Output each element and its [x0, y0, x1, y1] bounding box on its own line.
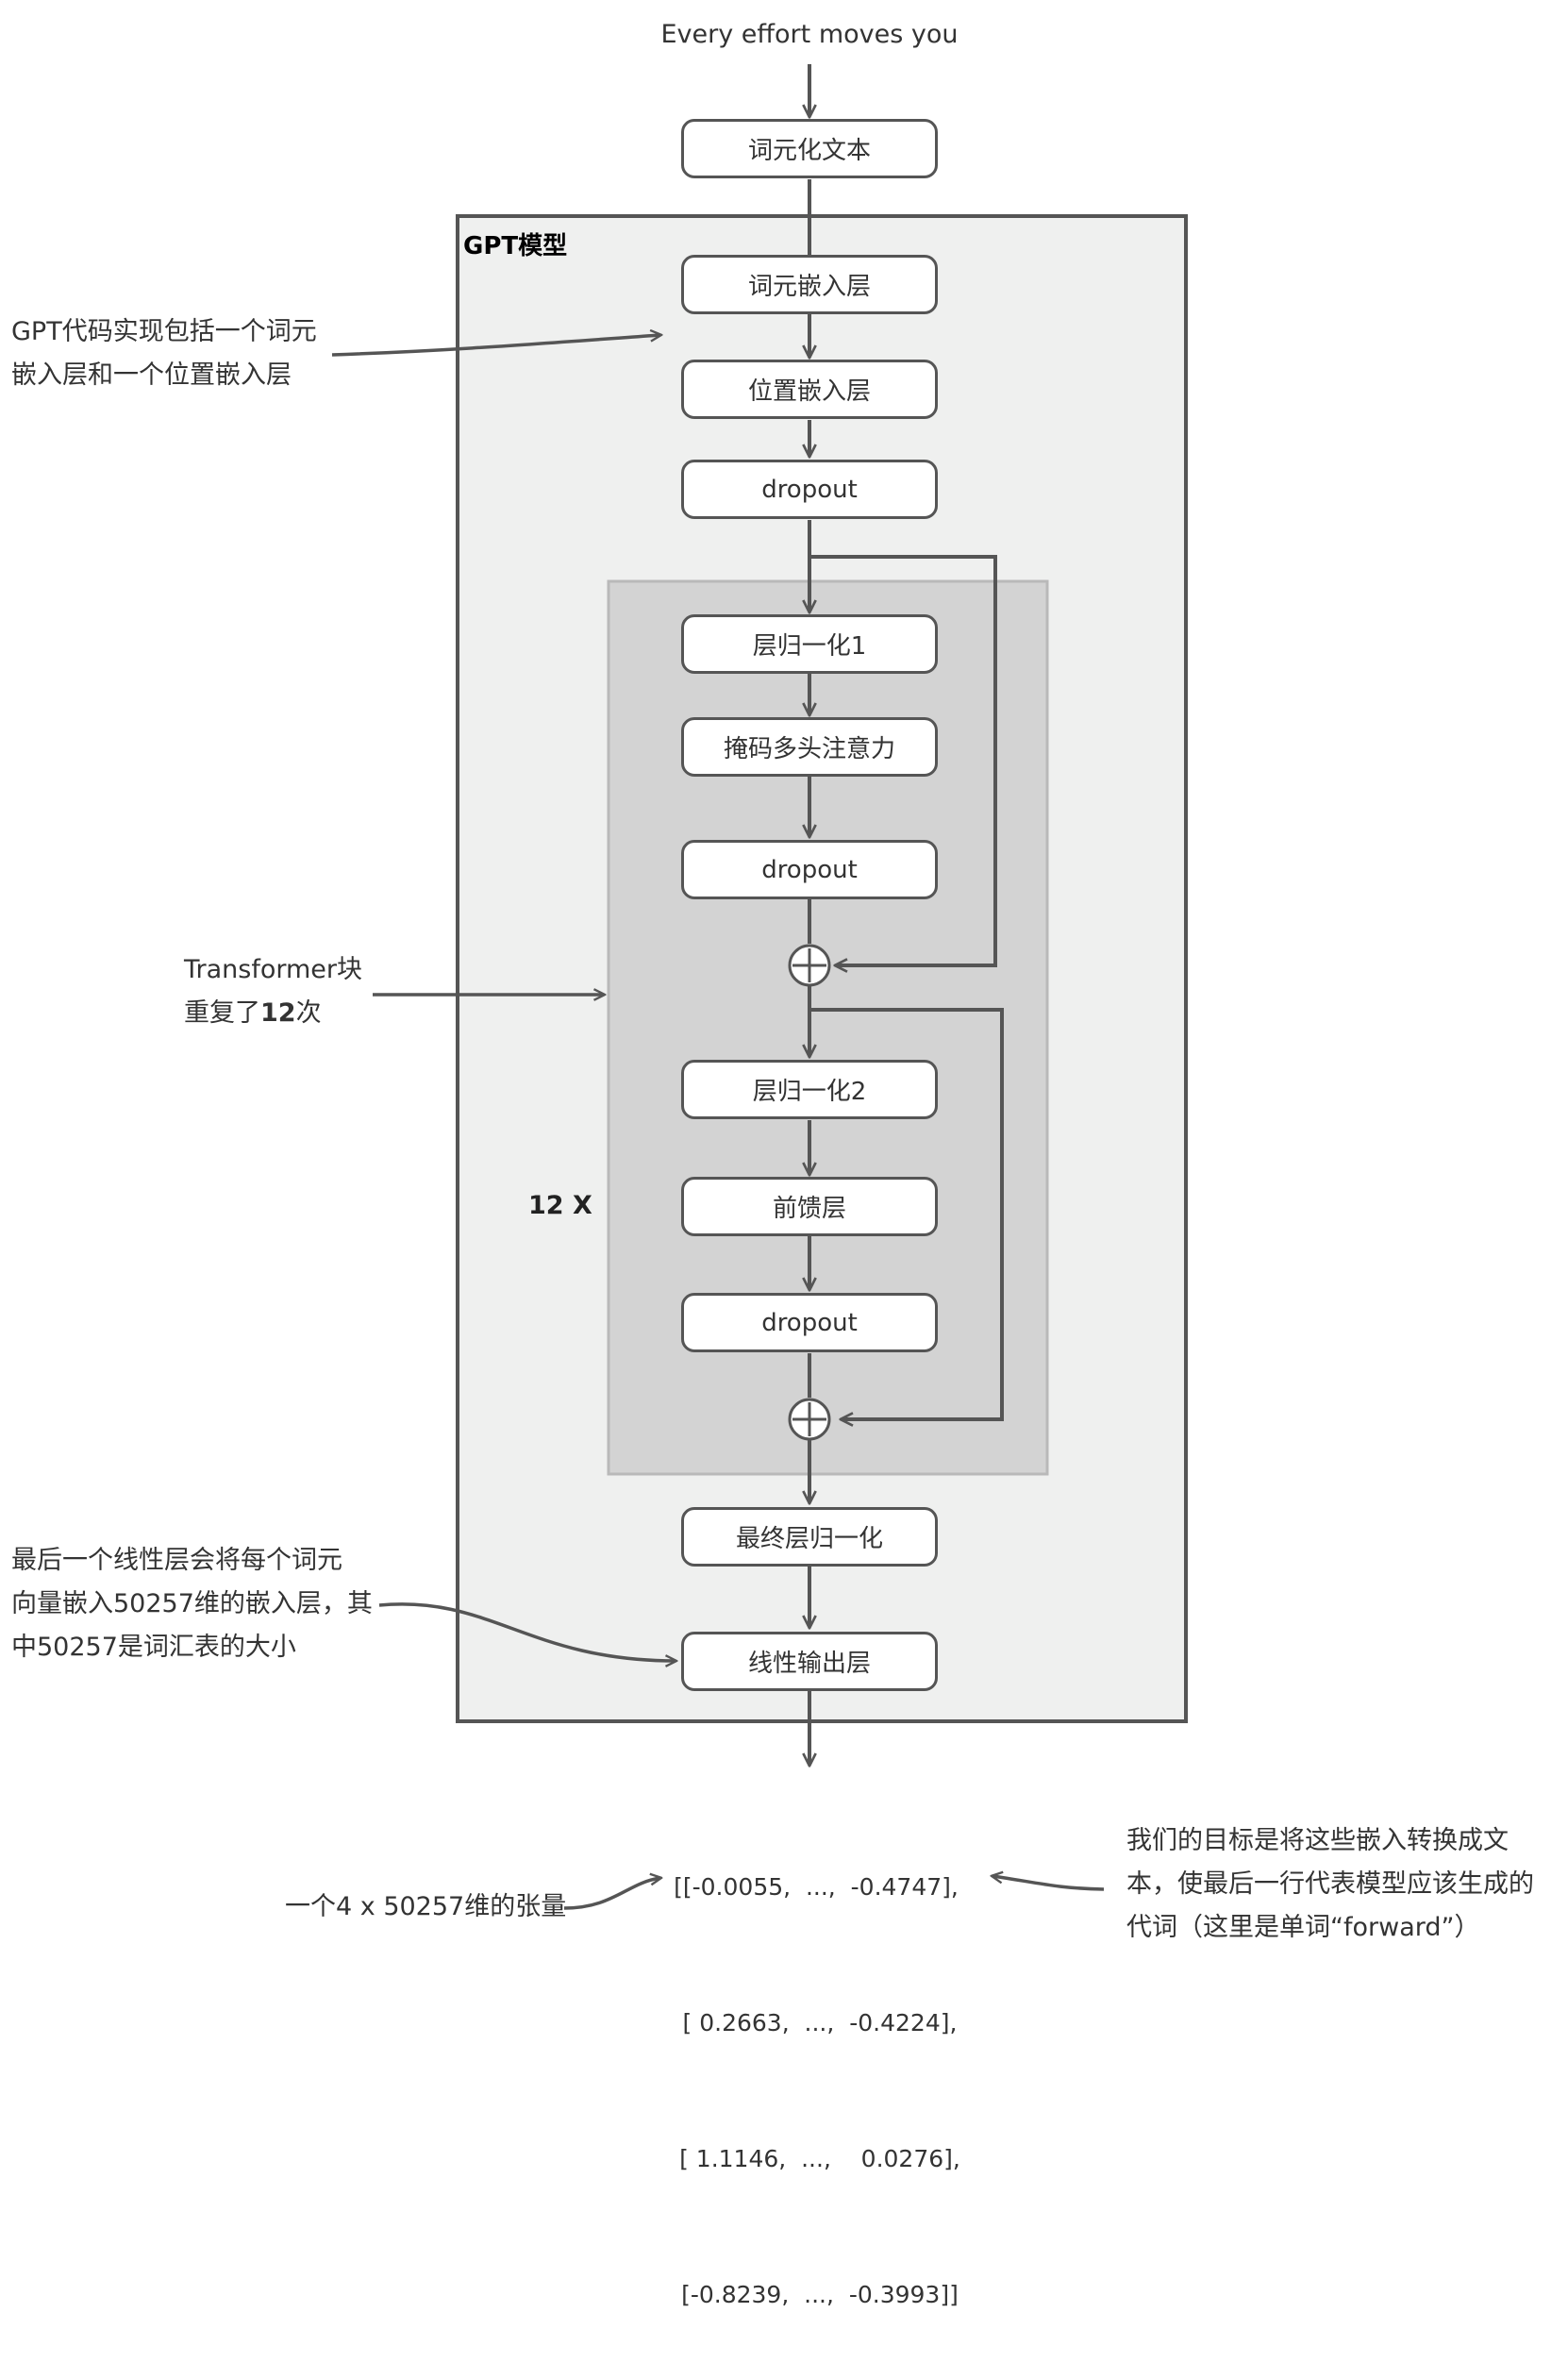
transformer-note-line1: Transformer块 [184, 955, 363, 984]
dropout-node-2: dropout [681, 840, 938, 899]
transformer-note-line2: 重复了12次 [184, 992, 362, 1035]
add-node-2 [788, 1398, 831, 1441]
linear-note-line: 最后一个线性层会将每个词元 [11, 1546, 342, 1575]
feed-forward-node: 前馈层 [681, 1177, 938, 1236]
residual-connection-2 [809, 1008, 1004, 1419]
tensor-row: [ 1.1146, ..., 0.0276], [672, 2145, 960, 2172]
embedding-note: GPT代码实现包括一个词元 嵌入层和一个位置嵌入层 [11, 310, 317, 397]
dropout-node-3: dropout [681, 1293, 938, 1352]
masked-attention-node: 掩码多头注意力 [681, 717, 938, 777]
goal-note-line: 代词（这里是单词“forward”） [1126, 1913, 1480, 1942]
residual-connection-1 [809, 555, 997, 965]
position-embedding-node: 位置嵌入层 [681, 360, 938, 419]
repeat-label: 12 X [528, 1191, 592, 1220]
tensor-row: [[-0.0055, ..., -0.4747], [674, 1873, 959, 1901]
gpt-model-title: GPT模型 [463, 232, 568, 260]
embedding-note-line: 嵌入层和一个位置嵌入层 [11, 360, 292, 390]
linear-note: 最后一个线性层会将每个词元 向量嵌入50257维的嵌入层，其 中50257是词汇… [11, 1539, 373, 1669]
goal-note-line: 我们的目标是将这些嵌入转换成文 [1126, 1826, 1509, 1855]
linear-output-node: 线性输出层 [681, 1632, 938, 1691]
input-text: Every effort moves you [660, 20, 959, 49]
transformer-note-suffix: 次 [295, 998, 322, 1028]
arrow-tensor-note [563, 1878, 660, 1910]
final-norm-node: 最终层归一化 [681, 1507, 938, 1567]
tensor-row: [ 0.2663, ..., -0.4224], [675, 2009, 958, 2036]
transformer-note: Transformer块 重复了12次 [184, 948, 362, 1035]
goal-note-line: 本，使最后一行代表模型应该生成的 [1126, 1869, 1534, 1899]
dropout-node-1: dropout [681, 460, 938, 519]
goal-note: 我们的目标是将这些嵌入转换成文 本，使最后一行代表模型应该生成的 代词（这里是单… [1126, 1819, 1534, 1950]
arrow-linear-note [378, 1602, 676, 1661]
transformer-note-count: 12 [260, 998, 296, 1028]
tensor-row: [-0.8239, ..., -0.3993]] [674, 2281, 959, 2308]
embedding-note-line: GPT代码实现包括一个词元 [11, 317, 317, 346]
arrow-embedding-note [331, 335, 660, 357]
arrow-goal-note [993, 1876, 1105, 1891]
tokenized-text-node: 词元化文本 [681, 119, 938, 178]
token-embedding-node: 词元嵌入层 [681, 255, 938, 314]
transformer-note-prefix: 重复了 [184, 998, 260, 1028]
linear-note-line: 中50257是词汇表的大小 [11, 1633, 296, 1662]
add-node-1 [788, 944, 831, 987]
layernorm-2-node: 层归一化2 [681, 1060, 938, 1119]
layernorm-1-node: 层归一化1 [681, 614, 938, 674]
linear-note-line: 向量嵌入50257维的嵌入层，其 [11, 1589, 373, 1618]
output-tensor: [[-0.0055, ..., -0.4747], [ 0.2663, ...,… [660, 1774, 972, 2363]
tensor-note: 一个4 x 50257维的张量 [285, 1892, 567, 1921]
